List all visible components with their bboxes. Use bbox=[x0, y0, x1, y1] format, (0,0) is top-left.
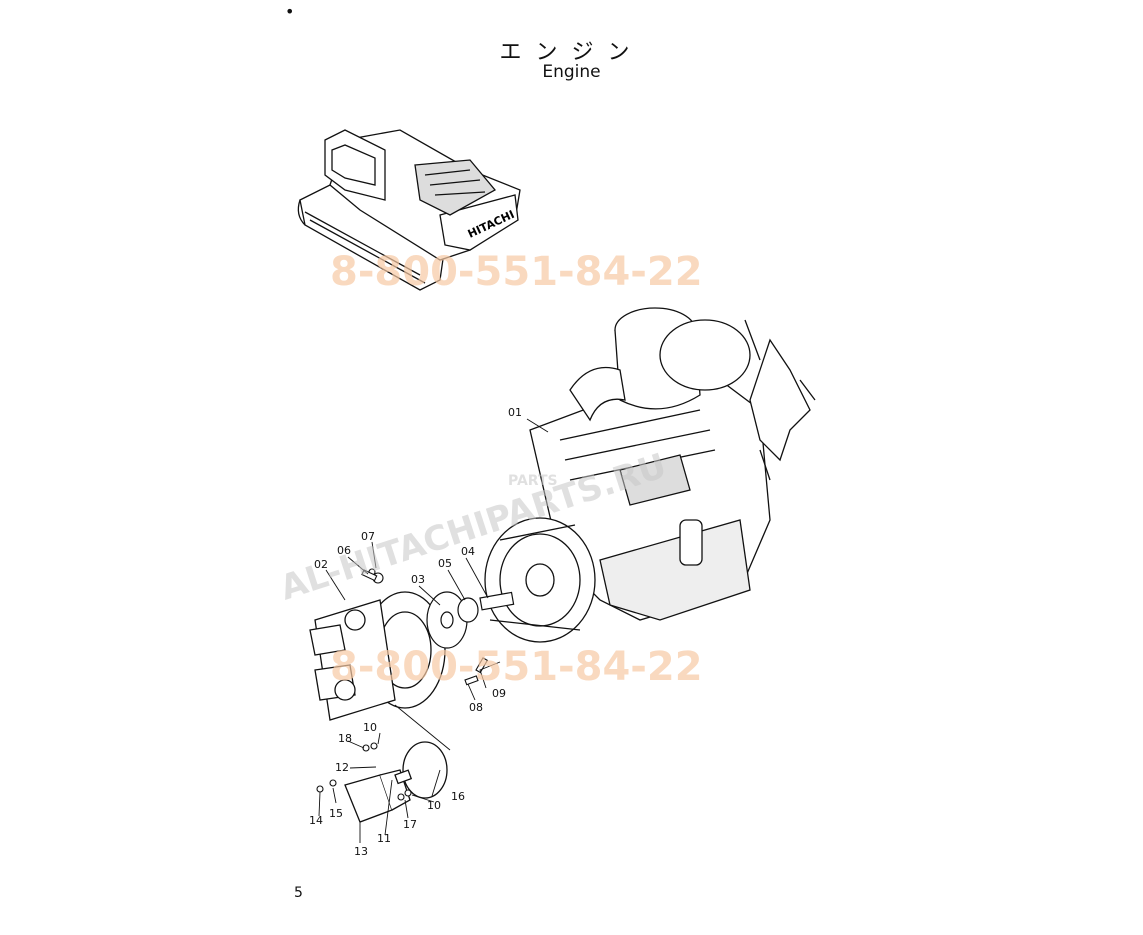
gear-pump bbox=[344, 741, 448, 823]
callout-18: 18 bbox=[338, 732, 352, 745]
page-title-japanese: エンジン bbox=[499, 40, 644, 65]
watermark-phone-bottom: 8-800-551-84-22 bbox=[330, 644, 703, 690]
callout-10a: 10 bbox=[363, 721, 377, 734]
pump-assembly bbox=[309, 591, 446, 721]
watermark-phone-top: 8-800-551-84-22 bbox=[330, 249, 703, 295]
callout-10b: 10 bbox=[427, 799, 441, 812]
callout-17: 17 bbox=[403, 818, 417, 831]
callout-06: 06 bbox=[337, 544, 351, 557]
callout-13: 13 bbox=[354, 845, 368, 858]
engine-illustration bbox=[484, 307, 816, 643]
leader-lines bbox=[318, 418, 549, 843]
coupling-plate bbox=[426, 591, 468, 649]
callout-14: 14 bbox=[309, 814, 323, 827]
callout-12: 12 bbox=[335, 761, 349, 774]
page-title-english: Engine bbox=[542, 62, 601, 82]
callout-04: 04 bbox=[461, 545, 475, 558]
callout-02: 02 bbox=[314, 558, 328, 571]
callout-08: 08 bbox=[469, 701, 483, 714]
page-number: 5 bbox=[294, 885, 303, 901]
bolts-and-washers bbox=[316, 568, 489, 801]
callout-15: 15 bbox=[329, 807, 343, 820]
watermark-logo: PARTS bbox=[508, 473, 558, 489]
callout-16: 16 bbox=[451, 790, 465, 803]
bullet-mark: • bbox=[285, 2, 295, 21]
callout-03: 03 bbox=[411, 573, 425, 586]
spline-shaft bbox=[457, 591, 515, 623]
callout-07: 07 bbox=[361, 530, 375, 543]
callout-05: 05 bbox=[438, 557, 452, 570]
callout-01: 01 bbox=[508, 406, 522, 419]
callout-09: 09 bbox=[492, 687, 506, 700]
callout-labels: 01 02 03 04 05 06 07 08 09 10 10 11 12 1… bbox=[309, 406, 522, 858]
callout-11: 11 bbox=[377, 832, 391, 845]
excavator-illustration bbox=[297, 129, 521, 291]
